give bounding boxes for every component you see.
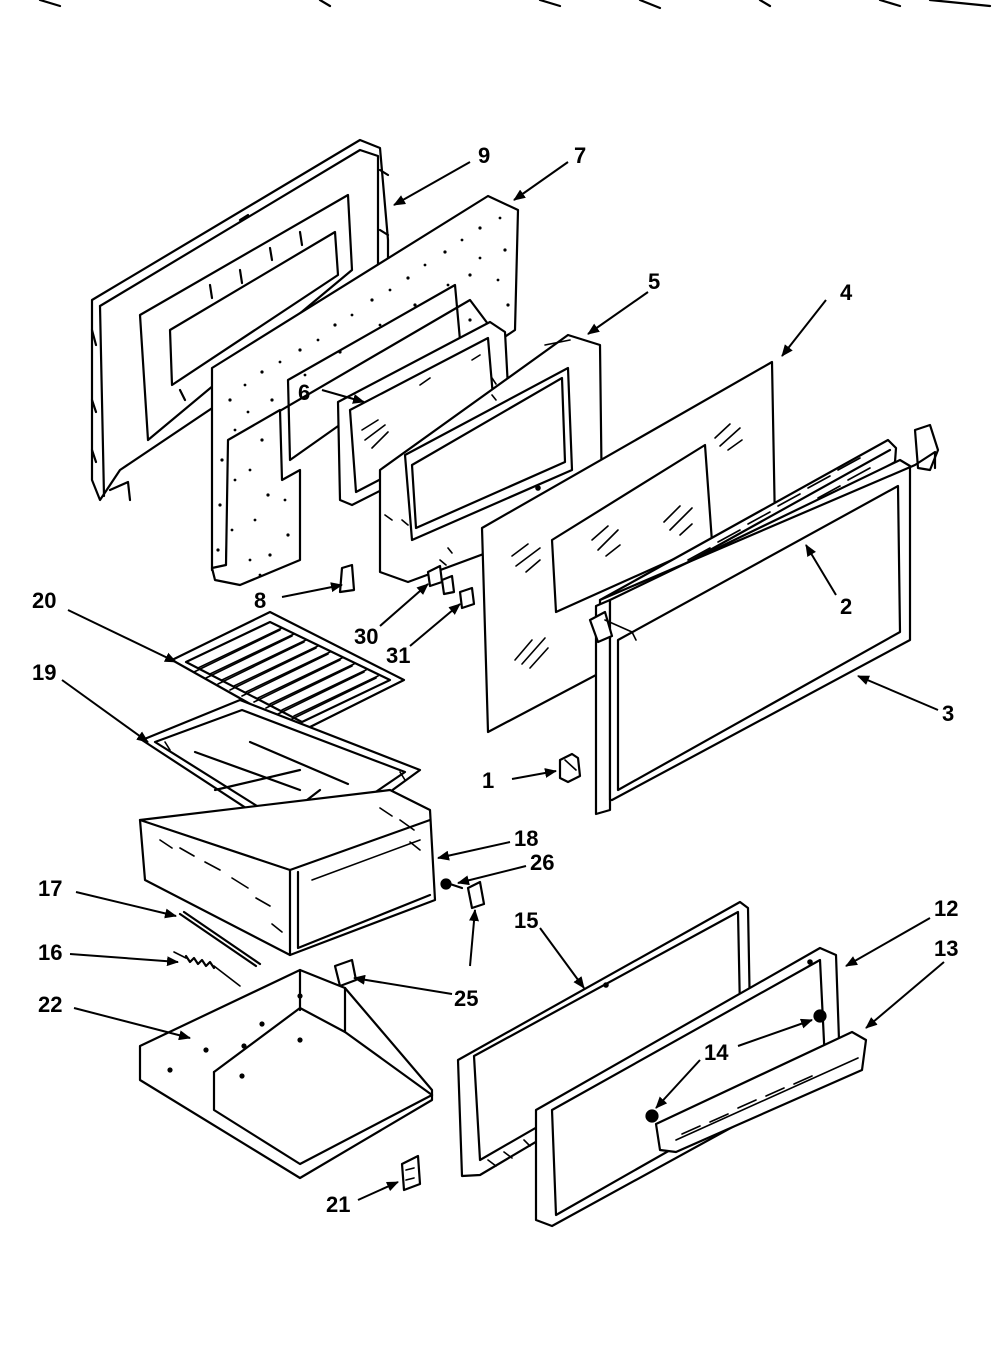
callout-3: 3 [942, 701, 954, 726]
callout-1: 1 [482, 768, 494, 793]
callout-17: 17 [38, 876, 62, 901]
part-25-bracket-upper [466, 880, 486, 910]
callout-16: 16 [38, 940, 62, 965]
callout-4: 4 [840, 280, 853, 305]
part-9-inner-door-panel [90, 138, 390, 502]
callout-30: 30 [354, 624, 378, 649]
callout-8: 8 [254, 588, 266, 613]
callout-2: 2 [840, 594, 852, 619]
part-25-bracket-lower [333, 958, 358, 988]
part-20-broiler-grid [170, 610, 406, 734]
callout-21: 21 [326, 1192, 350, 1217]
callout-22: 22 [38, 992, 62, 1017]
part-13-handle-bar [654, 1030, 868, 1154]
top-edge-fragments [38, 0, 992, 10]
callout-25: 25 [454, 986, 478, 1011]
part-17-rod [178, 910, 262, 968]
part-1-clip [558, 752, 582, 784]
callout-9: 9 [478, 143, 490, 168]
callout-19: 19 [32, 660, 56, 685]
callout-12: 12 [934, 896, 958, 921]
callout-labels: 9 7 5 4 6 8 2 3 1 20 19 30 31 18 26 17 1… [32, 143, 958, 1217]
callout-15: 15 [514, 908, 538, 933]
part-16-spring [173, 951, 241, 987]
callout-31: 31 [386, 643, 410, 668]
part-31-block [458, 586, 476, 610]
part-3-door-frame [588, 450, 937, 816]
callout-20: 20 [32, 588, 56, 613]
leader-lines [61, 161, 945, 1201]
part-18-drawer-box [138, 788, 437, 957]
callout-14: 14 [704, 1040, 729, 1065]
part-22-drawer-bottom [138, 968, 434, 1180]
callout-13: 13 [934, 936, 958, 961]
part-30-block [426, 564, 456, 596]
callout-26: 26 [530, 850, 554, 875]
callout-7: 7 [574, 143, 586, 168]
callout-5: 5 [648, 269, 660, 294]
callout-18: 18 [514, 826, 538, 851]
part-14-screws [645, 1009, 827, 1123]
part-7-insulation [210, 194, 520, 587]
part-26-screw [440, 878, 464, 890]
insulation-speckle [216, 216, 510, 577]
part-8-clip [338, 563, 356, 594]
part-21-bracket [400, 1154, 422, 1192]
callout-6: 6 [298, 380, 310, 405]
